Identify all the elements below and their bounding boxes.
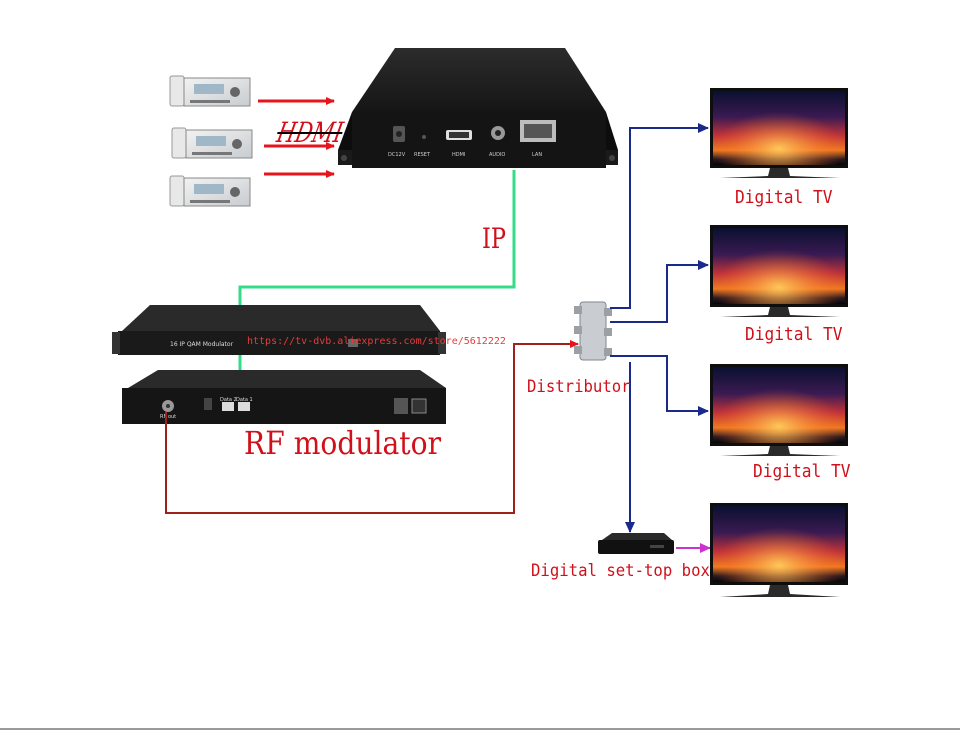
tv-feed-3 — [610, 355, 709, 416]
rf-modulator-label: RF modulator — [244, 424, 442, 462]
digital-tv-4 — [710, 503, 848, 597]
digital-tv-2 — [710, 225, 848, 317]
store-url-watermark: https://tv-dvb.aliexpress.com/store/5612… — [247, 336, 506, 347]
rf-cable — [165, 340, 579, 514]
hdmi-encoder — [338, 48, 618, 168]
tv-feed-1 — [610, 123, 709, 309]
rf-modulator-back — [122, 370, 446, 424]
ip-label: IP — [482, 222, 506, 255]
encoder-port-hdmi: HDMI — [452, 152, 465, 158]
digital-tv-1 — [710, 88, 848, 178]
hdmi-source-device-1 — [169, 75, 251, 107]
encoder-port-audio: AUDIO — [489, 152, 505, 158]
distributor-label: Distributor — [527, 377, 631, 397]
modulator-port-data2: Data 2 — [220, 397, 237, 403]
encoder-port-reset: RESET — [414, 152, 431, 158]
modulator-port-data1: Data 1 — [236, 397, 253, 403]
digital-tv-3 — [710, 364, 848, 456]
tv-feed-2 — [610, 260, 709, 323]
set-top-box-label: Digital set-top box — [531, 561, 710, 581]
set-top-box-device — [598, 533, 674, 554]
distributor-device — [574, 301, 612, 361]
rf-modulator-front — [112, 305, 446, 355]
hdmi-source-device-2 — [171, 127, 253, 159]
digital-tv-label-3: Digital TV — [753, 461, 851, 482]
hdmi-source-device-3 — [169, 175, 251, 207]
encoder-port-dc12v: DC12V — [388, 152, 406, 158]
ip-cable — [238, 170, 516, 401]
modulator-front-label: 16 IP QAM Modulator — [170, 341, 234, 348]
encoder-port-lan: LAN — [532, 152, 542, 158]
digital-tv-label-1: Digital TV — [735, 187, 833, 208]
hdmi-label: HDMI — [273, 116, 346, 149]
modulator-port-rf-out: RF out — [160, 414, 176, 420]
bottom-divider — [0, 728, 960, 730]
digital-tv-label-2: Digital TV — [745, 324, 843, 345]
